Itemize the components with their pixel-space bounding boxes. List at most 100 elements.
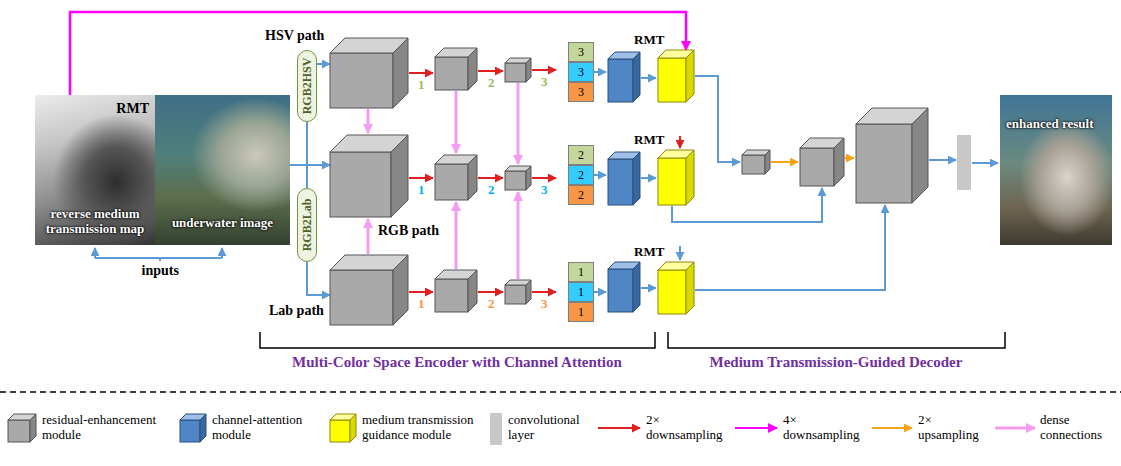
node-text: HSV path bbox=[265, 28, 324, 44]
cube-side bbox=[393, 255, 408, 325]
legend-text: channel-attention module bbox=[212, 413, 320, 443]
node-text: 2 bbox=[569, 166, 593, 184]
cube-side bbox=[686, 262, 694, 314]
arrow-line bbox=[641, 177, 656, 179]
arrow-line bbox=[872, 427, 912, 429]
module-cube-side bbox=[633, 52, 640, 102]
node-text: RGB2Lab bbox=[300, 199, 315, 252]
inputs-bracket bbox=[95, 248, 222, 261]
feature-block: 2 bbox=[568, 165, 594, 185]
module-cube-front bbox=[742, 155, 765, 174]
cube-side bbox=[686, 150, 694, 205]
module-cube-front bbox=[435, 164, 468, 200]
module-cube-front bbox=[180, 420, 200, 442]
cube-side bbox=[391, 135, 408, 217]
arrow-line bbox=[455, 91, 458, 153]
module-cube-side bbox=[526, 166, 531, 190]
arrow-line bbox=[641, 77, 656, 79]
module-cube bbox=[8, 414, 36, 442]
cube bbox=[330, 255, 408, 325]
legend-text: medium transmission guidance module bbox=[362, 413, 480, 443]
node-text: 1 bbox=[569, 303, 593, 321]
arrow-line bbox=[641, 287, 656, 289]
arrow-line bbox=[598, 427, 640, 429]
feature-block: 3 bbox=[568, 42, 594, 62]
module-cube-front bbox=[435, 279, 468, 312]
module-cube-side bbox=[468, 155, 477, 200]
arrow-line bbox=[532, 177, 556, 179]
inputs-label: inputs bbox=[142, 263, 179, 279]
cube bbox=[658, 50, 694, 102]
feature-block: 3 bbox=[568, 82, 594, 102]
module-cube-front bbox=[608, 59, 633, 102]
node-text: RMT bbox=[116, 101, 149, 117]
module-cube-side bbox=[633, 262, 640, 312]
connector bbox=[290, 122, 307, 165]
dashed-separator bbox=[0, 391, 1121, 393]
module-cube-side bbox=[912, 108, 928, 203]
arrow-line bbox=[517, 83, 520, 164]
scale-number: 2 bbox=[488, 296, 495, 312]
cube-shape bbox=[330, 135, 408, 217]
node-text: enhanced result bbox=[1006, 117, 1108, 132]
node-text: reverse medium transmission map bbox=[37, 207, 153, 237]
arrow-line bbox=[679, 136, 681, 148]
module-cube bbox=[856, 108, 928, 203]
module-cube bbox=[330, 414, 356, 442]
node-text: 3 bbox=[569, 63, 593, 81]
scale-number: 2 bbox=[488, 75, 495, 91]
conv-layer-bar bbox=[957, 135, 971, 190]
node-text: Lab path bbox=[269, 303, 324, 319]
cube-front bbox=[658, 270, 686, 314]
residual-enhancement-module: Lab path bbox=[330, 255, 408, 325]
module-cube-side bbox=[200, 414, 206, 442]
arrow-line bbox=[409, 177, 433, 179]
arrow-line bbox=[455, 202, 458, 269]
cube-front bbox=[330, 270, 393, 325]
arrow-line bbox=[367, 109, 370, 133]
connector bbox=[290, 164, 330, 166]
section-brackets bbox=[260, 332, 1005, 348]
cube bbox=[330, 135, 408, 217]
cube bbox=[330, 38, 408, 108]
enhanced-result-image: enhanced result bbox=[1000, 95, 1112, 245]
scale-number: 3 bbox=[541, 296, 548, 312]
module-cube-side bbox=[834, 138, 844, 186]
cube bbox=[658, 262, 694, 314]
cube-side bbox=[686, 50, 694, 102]
module-cube bbox=[608, 52, 640, 102]
arrow-line bbox=[367, 219, 370, 254]
module-cube bbox=[505, 58, 531, 82]
node-text: 2 bbox=[569, 146, 593, 164]
legend-text: 2× upsampling bbox=[918, 413, 990, 443]
residual-enhancement-module: RGB path bbox=[330, 135, 408, 217]
module-cube bbox=[435, 155, 477, 200]
module-cube-side bbox=[30, 414, 36, 442]
cube-shape bbox=[658, 50, 694, 102]
module-cube bbox=[180, 414, 206, 442]
encoder-bracket bbox=[260, 332, 655, 348]
node-text: 3 bbox=[569, 83, 593, 101]
module-cube-side bbox=[468, 270, 477, 312]
module-cube-front bbox=[330, 420, 350, 442]
feature-block: 2 bbox=[568, 145, 594, 165]
arrow-line bbox=[478, 177, 503, 179]
transmission-map-image: RMT reverse medium transmission map bbox=[35, 95, 155, 245]
module-cube-front bbox=[608, 269, 633, 312]
legend-text: dense connections bbox=[1040, 413, 1112, 443]
arrow-line bbox=[532, 69, 556, 71]
arrow-line bbox=[695, 205, 885, 290]
module-cube bbox=[800, 138, 844, 186]
scale-number: 3 bbox=[541, 74, 548, 90]
legend-swatch bbox=[490, 413, 502, 445]
module-cube bbox=[435, 270, 477, 312]
feature-block: 1 bbox=[568, 302, 594, 322]
module-cube-front bbox=[608, 159, 633, 205]
transmission-guidance-module: RMT bbox=[658, 262, 694, 314]
module-cube-front bbox=[435, 57, 468, 90]
legend-text: residual-enhancement module bbox=[42, 413, 170, 443]
node-text: 1 bbox=[569, 263, 593, 281]
connector bbox=[307, 262, 330, 295]
arrow-line bbox=[409, 291, 433, 293]
arrow-line bbox=[735, 427, 777, 429]
